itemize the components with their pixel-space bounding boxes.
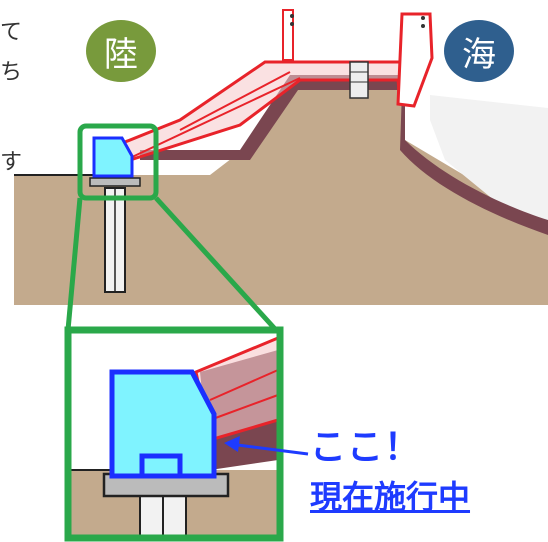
cut-off-text: ち xyxy=(0,60,23,85)
zoom-line-left xyxy=(65,197,83,331)
callout-here: ここ！ xyxy=(310,427,422,468)
retaining-block xyxy=(92,136,134,178)
stair-box xyxy=(349,61,369,99)
cap-plate xyxy=(89,177,141,187)
cut-off-text: す xyxy=(0,150,23,175)
detail-wall-line xyxy=(209,394,279,421)
ground xyxy=(14,80,548,305)
zoom-line-right xyxy=(154,196,278,332)
slope-wall-line xyxy=(179,71,291,131)
post-bolt xyxy=(290,14,294,18)
land-label: 陸 xyxy=(86,20,156,82)
post xyxy=(282,9,294,61)
detail-wall-line xyxy=(209,369,279,401)
detail-view xyxy=(68,330,280,539)
sea-area xyxy=(430,95,548,225)
post-bolt xyxy=(421,24,425,28)
cut-off-text: て xyxy=(0,20,23,45)
post-bolt xyxy=(290,22,294,26)
arrow-left-icon xyxy=(224,436,309,456)
seaward-wall xyxy=(396,12,434,108)
detail-retaining-block xyxy=(109,369,217,479)
embankment-slope xyxy=(140,75,548,235)
post-bolt xyxy=(421,16,425,20)
highlight-frame-large xyxy=(64,326,284,542)
callout-under-construction: 現在施行中 xyxy=(310,478,471,516)
sea-label: 海 xyxy=(444,20,514,82)
highlight-frame-small xyxy=(77,123,159,201)
detail-inner-anchor xyxy=(139,453,183,479)
